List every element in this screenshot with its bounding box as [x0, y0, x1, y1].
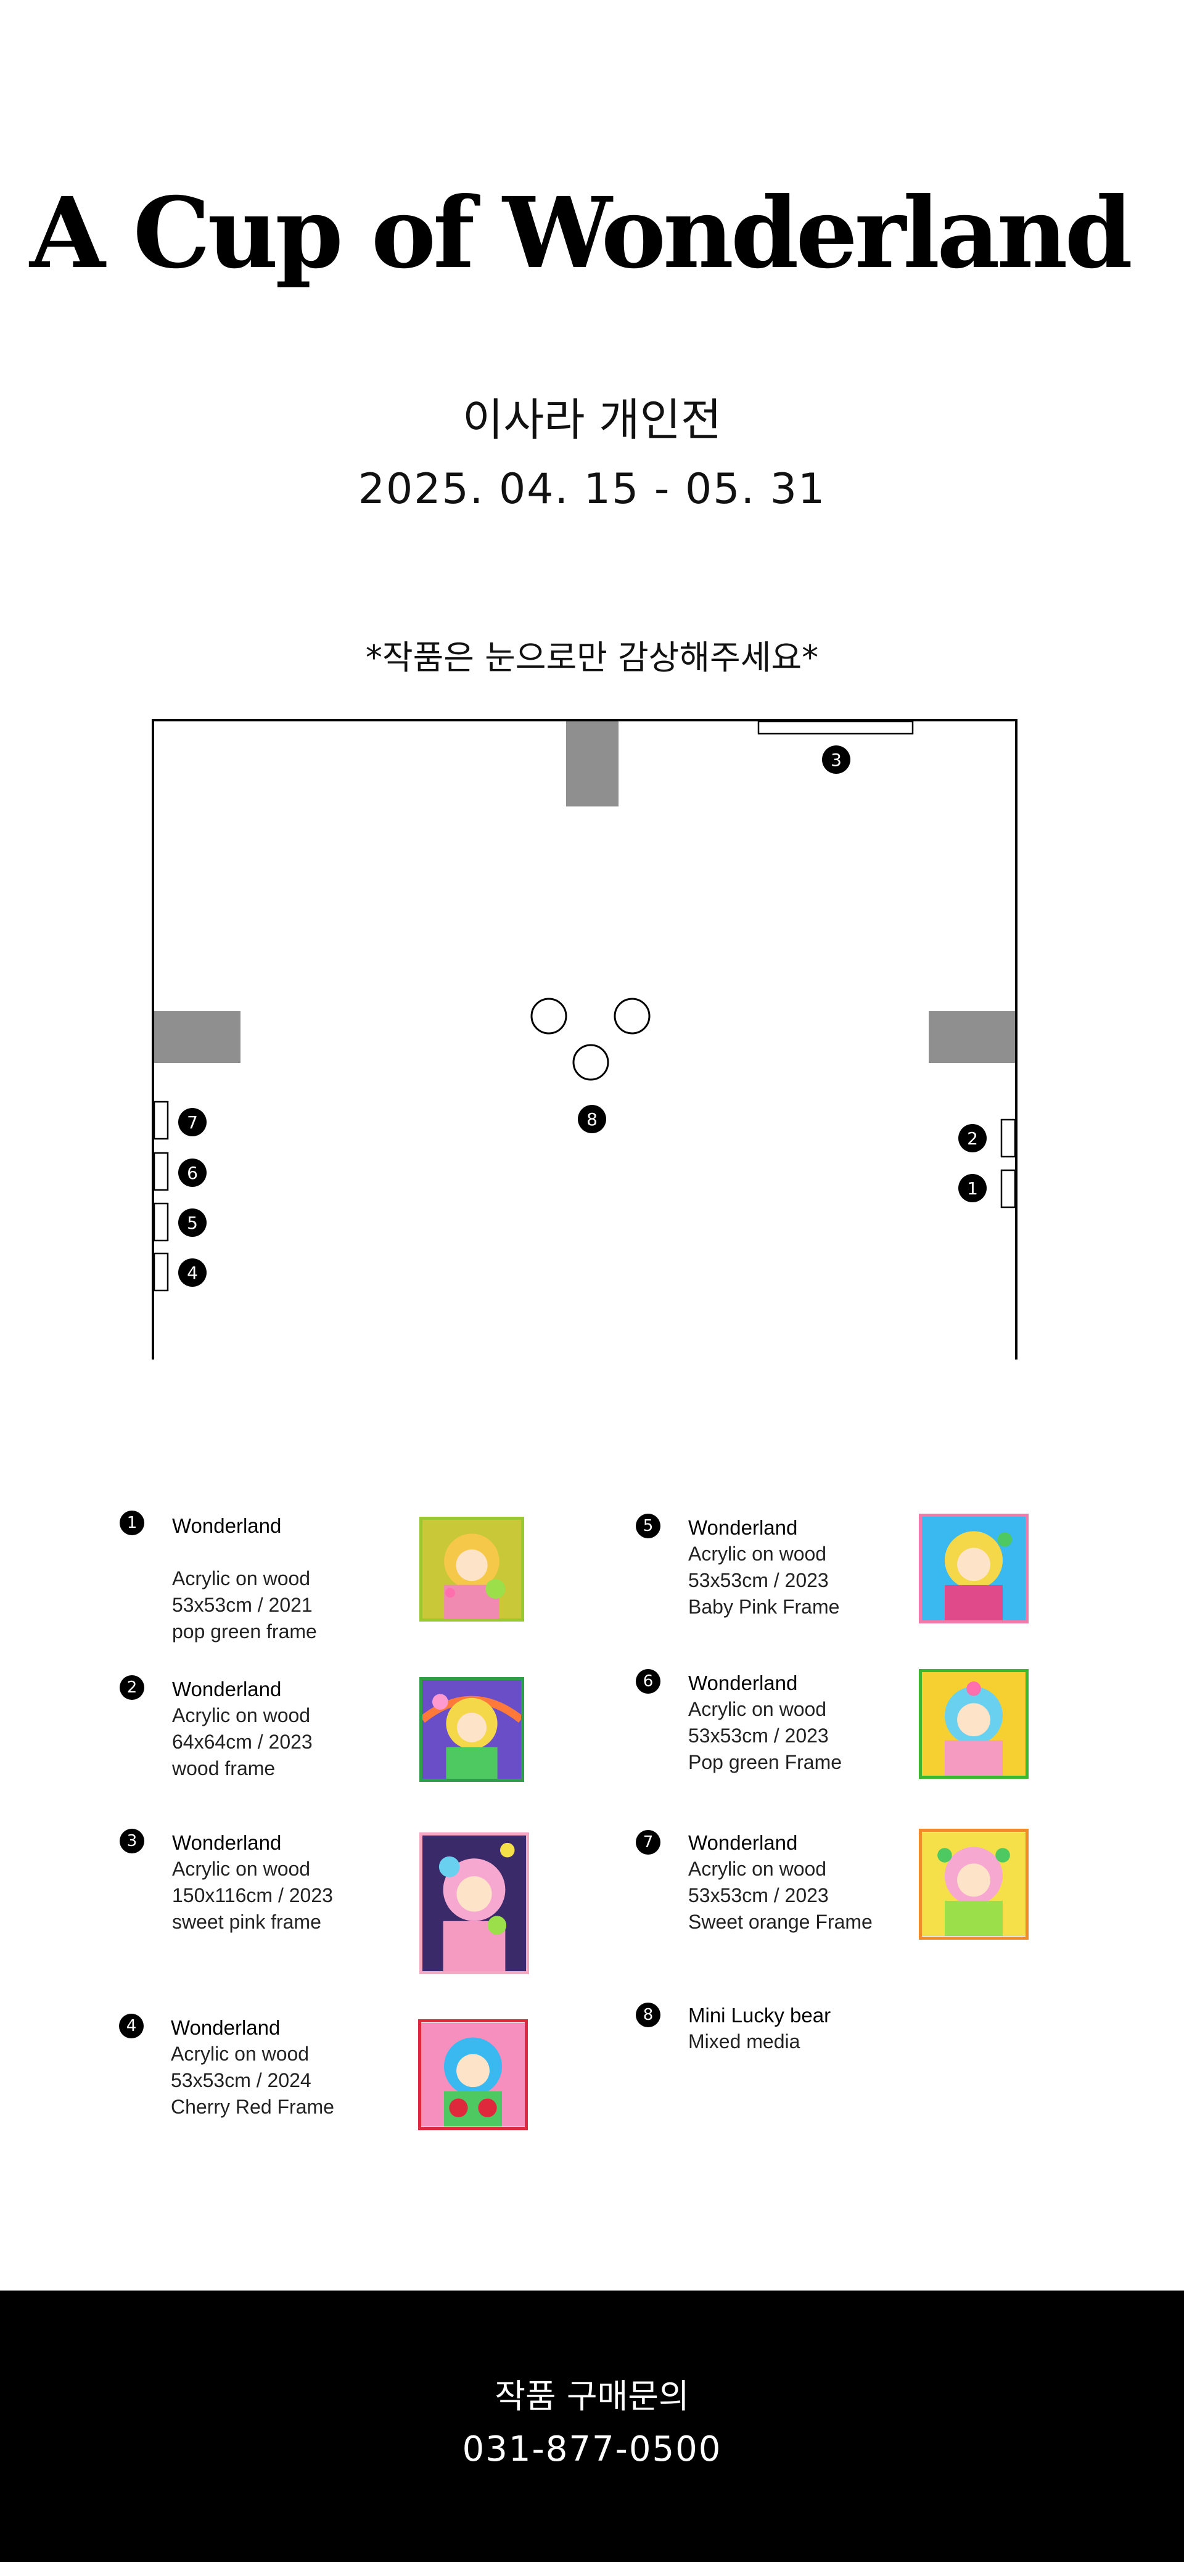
item-medium: Mixed media	[688, 2030, 800, 2053]
item-medium: Acrylic on wood	[172, 1704, 311, 1726]
svg-text:1: 1	[967, 1178, 978, 1199]
item-number: 3	[120, 1829, 144, 1853]
item-size-year: 53x53cm / 2024	[171, 2069, 311, 2091]
purchase-inquiry-phone[interactable]: 031-877-0500	[462, 2429, 722, 2469]
exhibition-title: A Cup of Wonderland	[30, 176, 1133, 290]
wall-slot-6	[153, 1152, 169, 1191]
marker-3: 3	[822, 745, 850, 774]
svg-text:3: 3	[831, 750, 842, 770]
marker-1: 1	[958, 1174, 987, 1202]
exhibition-subtitle: 이사라 개인전	[462, 394, 722, 446]
artwork-thumbnail-1	[419, 1517, 524, 1622]
viewing-notice: *작품은 눈으로만 감상해주세요*	[365, 638, 819, 677]
item-title: Wonderland	[171, 2016, 281, 2039]
item-number: 5	[636, 1514, 660, 1538]
item-frame: Cherry Red Frame	[171, 2096, 334, 2118]
item-number: 1	[120, 1511, 144, 1535]
item-size-year: 150x116cm / 2023	[172, 1884, 333, 1906]
pedestal-right	[614, 998, 651, 1035]
svg-text:6: 6	[187, 1163, 198, 1183]
artwork-thumbnail-2	[419, 1677, 524, 1782]
marker-2: 2	[958, 1124, 987, 1152]
pedestal-left	[530, 998, 567, 1035]
exhibition-dates: 2025. 04. 15 - 05. 31	[358, 465, 826, 514]
item-frame: wood frame	[172, 1757, 276, 1779]
wall-slot-5	[153, 1202, 169, 1242]
item-frame: pop green frame	[172, 1620, 317, 1643]
artwork-thumbnail-7	[919, 1829, 1029, 1940]
svg-text:7: 7	[187, 1112, 198, 1133]
item-title: Wonderland	[688, 1831, 798, 1854]
left-partition	[154, 1011, 240, 1063]
marker-7: 7	[178, 1108, 207, 1136]
footer-bar	[0, 2291, 1184, 2562]
item-medium: Acrylic on wood	[171, 2043, 310, 2065]
item-number: 7	[636, 1830, 660, 1855]
svg-text:2: 2	[967, 1128, 978, 1149]
item-title: Wonderland	[688, 1516, 798, 1539]
artwork-thumbnail-6	[919, 1669, 1029, 1779]
item-frame: Sweet orange Frame	[688, 1911, 873, 1933]
marker-8: 8	[578, 1105, 606, 1133]
artwork-thumbnail-4	[418, 2019, 528, 2130]
marker-5: 5	[178, 1208, 207, 1237]
item-title: Wonderland	[688, 1672, 798, 1694]
top-partition	[566, 721, 619, 806]
item-number: 6	[636, 1669, 660, 1694]
item-size-year: 53x53cm / 2021	[172, 1594, 313, 1616]
artwork-thumbnail-3	[419, 1832, 529, 1974]
item-medium: Acrylic on wood	[172, 1567, 311, 1589]
item-frame: Baby Pink Frame	[688, 1596, 840, 1618]
item-number: 8	[636, 2003, 660, 2027]
floor-plan-walls	[152, 719, 1018, 1360]
item-medium: Acrylic on wood	[688, 1543, 827, 1565]
item-medium: Acrylic on wood	[688, 1698, 827, 1720]
item-medium: Acrylic on wood	[172, 1858, 311, 1880]
wall-slot-7	[153, 1101, 169, 1140]
wall-slot-1	[1000, 1169, 1016, 1208]
right-partition	[929, 1011, 1015, 1063]
wall-slot-4	[153, 1252, 169, 1292]
item-title: Wonderland	[172, 1514, 282, 1537]
wall-slot-2	[1000, 1118, 1016, 1158]
marker-6: 6	[178, 1159, 207, 1187]
item-title: Wonderland	[172, 1678, 282, 1700]
item-frame: sweet pink frame	[172, 1911, 321, 1933]
svg-text:4: 4	[187, 1263, 198, 1283]
purchase-inquiry-label: 작품 구매문의	[495, 2377, 689, 2416]
item-medium: Acrylic on wood	[688, 1858, 827, 1880]
item-frame: Pop green Frame	[688, 1751, 842, 1773]
wall-slot-3	[757, 720, 914, 735]
pedestal-bottom	[572, 1044, 609, 1081]
svg-text:5: 5	[187, 1213, 198, 1233]
artwork-thumbnail-5	[919, 1514, 1029, 1623]
item-size-year: 53x53cm / 2023	[688, 1884, 829, 1906]
floor-plan: 3 8 7 6 5 4 2 1	[152, 719, 1018, 1360]
item-title: Wonderland	[172, 1831, 282, 1854]
item-number: 4	[119, 2014, 144, 2038]
item-number: 2	[120, 1675, 144, 1700]
svg-text:8: 8	[586, 1109, 598, 1130]
item-size-year: 53x53cm / 2023	[688, 1725, 829, 1747]
item-size-year: 53x53cm / 2023	[688, 1569, 829, 1591]
item-title: Mini Lucky bear	[688, 2004, 831, 2027]
marker-4: 4	[178, 1258, 207, 1287]
item-size-year: 64x64cm / 2023	[172, 1731, 313, 1753]
